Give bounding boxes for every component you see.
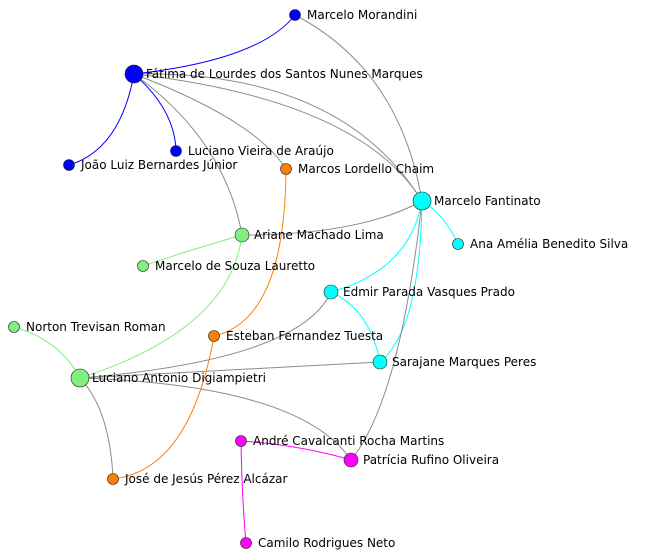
node-circle[interactable] xyxy=(107,473,119,485)
node-circle[interactable] xyxy=(372,354,388,370)
node-label: Luciano Antonio Digiampietri xyxy=(92,371,266,385)
node-luciano_araujo[interactable]: Luciano Vieira de Araújo xyxy=(170,144,334,158)
node-circle[interactable] xyxy=(343,452,359,468)
edge-fatima-morandini xyxy=(133,14,296,75)
node-circle[interactable] xyxy=(63,159,75,171)
edge-fantinato-ariane xyxy=(241,200,423,236)
edge-fantinato-edmir xyxy=(330,200,423,293)
node-circle[interactable] xyxy=(412,191,432,211)
node-lauretto[interactable]: Marcelo de Souza Lauretto xyxy=(137,259,316,273)
edges-layer xyxy=(13,14,459,544)
node-esteban[interactable]: Esteban Fernandez Tuesta xyxy=(208,329,384,343)
node-circle[interactable] xyxy=(124,64,144,84)
edge-fantinato-sarajane xyxy=(379,200,423,363)
node-label: André Cavalcanti Rocha Martins xyxy=(253,434,444,448)
edge-edmir-sarajane xyxy=(330,291,381,363)
edge-digiampietri-patricia xyxy=(79,377,352,461)
edge-fatima-ariane xyxy=(133,73,243,236)
node-label: José de Jesús Pérez Alcázar xyxy=(124,472,287,486)
node-label: Esteban Fernandez Tuesta xyxy=(226,329,383,343)
node-circle[interactable] xyxy=(137,260,149,272)
node-circle[interactable] xyxy=(70,368,90,388)
node-circle[interactable] xyxy=(235,435,247,447)
node-ariane[interactable]: Ariane Machado Lima xyxy=(234,227,384,243)
node-fatima[interactable]: Fátima de Lourdes dos Santos Nunes Marqu… xyxy=(124,64,423,84)
node-label: Patrícia Rufino Oliveira xyxy=(363,453,499,467)
edge-fatima-fantinato xyxy=(133,73,423,202)
node-label: Edmir Parada Vasques Prado xyxy=(343,285,515,299)
node-morandini[interactable]: Marcelo Morandini xyxy=(289,8,418,22)
node-circle[interactable] xyxy=(280,163,292,175)
node-label: Sarajane Marques Peres xyxy=(392,355,536,369)
edge-norton-digiampietri xyxy=(13,326,81,379)
node-camilo[interactable]: Camilo Rodrigues Neto xyxy=(240,536,396,550)
edge-digiampietri-sarajane xyxy=(79,361,381,379)
node-label: Ariane Machado Lima xyxy=(254,228,384,242)
edge-chaim-esteban xyxy=(213,168,287,337)
edge-ariane-lauretto xyxy=(142,234,243,267)
node-label: Luciano Vieira de Araújo xyxy=(188,144,334,158)
edge-esteban-jose xyxy=(112,335,215,480)
node-circle[interactable] xyxy=(289,9,301,21)
node-circle[interactable] xyxy=(240,537,252,549)
edge-andre-camilo xyxy=(240,440,247,544)
edge-digiampietri-jose xyxy=(79,377,114,480)
node-joao[interactable]: João Luiz Bernardes Júnior xyxy=(63,158,238,172)
edge-fantinato-patricia xyxy=(350,200,423,461)
edge-fatima-fantinato xyxy=(133,73,423,202)
node-fantinato[interactable]: Marcelo Fantinato xyxy=(412,191,541,211)
edge-fatima-chaim xyxy=(133,73,287,170)
node-circle[interactable] xyxy=(208,330,220,342)
node-circle[interactable] xyxy=(8,321,20,333)
node-sarajane[interactable]: Sarajane Marques Peres xyxy=(372,354,536,370)
node-label: Ana Amélia Benedito Silva xyxy=(470,237,628,251)
node-label: João Luiz Bernardes Júnior xyxy=(80,158,237,172)
edge-ariane-digiampietri xyxy=(79,234,243,379)
node-label: Norton Trevisan Roman xyxy=(26,320,166,334)
edge-morandini-fantinato xyxy=(294,14,423,202)
node-circle[interactable] xyxy=(323,284,339,300)
node-circle[interactable] xyxy=(170,145,182,157)
edge-fatima-joao xyxy=(68,73,135,166)
node-label: Marcelo Morandini xyxy=(307,8,417,22)
node-label: Fátima de Lourdes dos Santos Nunes Marqu… xyxy=(146,67,423,81)
node-circle[interactable] xyxy=(234,227,250,243)
node-chaim[interactable]: Marcos Lordello Chaim xyxy=(280,162,435,176)
node-ana[interactable]: Ana Amélia Benedito Silva xyxy=(452,237,629,251)
node-norton[interactable]: Norton Trevisan Roman xyxy=(8,320,166,334)
node-edmir[interactable]: Edmir Parada Vasques Prado xyxy=(323,284,515,300)
edge-edmir-digiampietri xyxy=(79,291,332,379)
node-jose[interactable]: José de Jesús Pérez Alcázar xyxy=(107,472,288,486)
node-circle[interactable] xyxy=(452,238,464,250)
node-label: Marcos Lordello Chaim xyxy=(298,162,434,176)
node-label: Camilo Rodrigues Neto xyxy=(258,536,395,550)
node-patricia[interactable]: Patrícia Rufino Oliveira xyxy=(343,452,499,468)
node-andre[interactable]: André Cavalcanti Rocha Martins xyxy=(235,434,445,448)
edge-fatima-luciano_araujo xyxy=(133,73,177,152)
node-label: Marcelo de Souza Lauretto xyxy=(155,259,315,273)
node-digiampietri[interactable]: Luciano Antonio Digiampietri xyxy=(70,368,266,388)
edge-andre-patricia xyxy=(240,440,352,461)
node-label: Marcelo Fantinato xyxy=(434,194,541,208)
